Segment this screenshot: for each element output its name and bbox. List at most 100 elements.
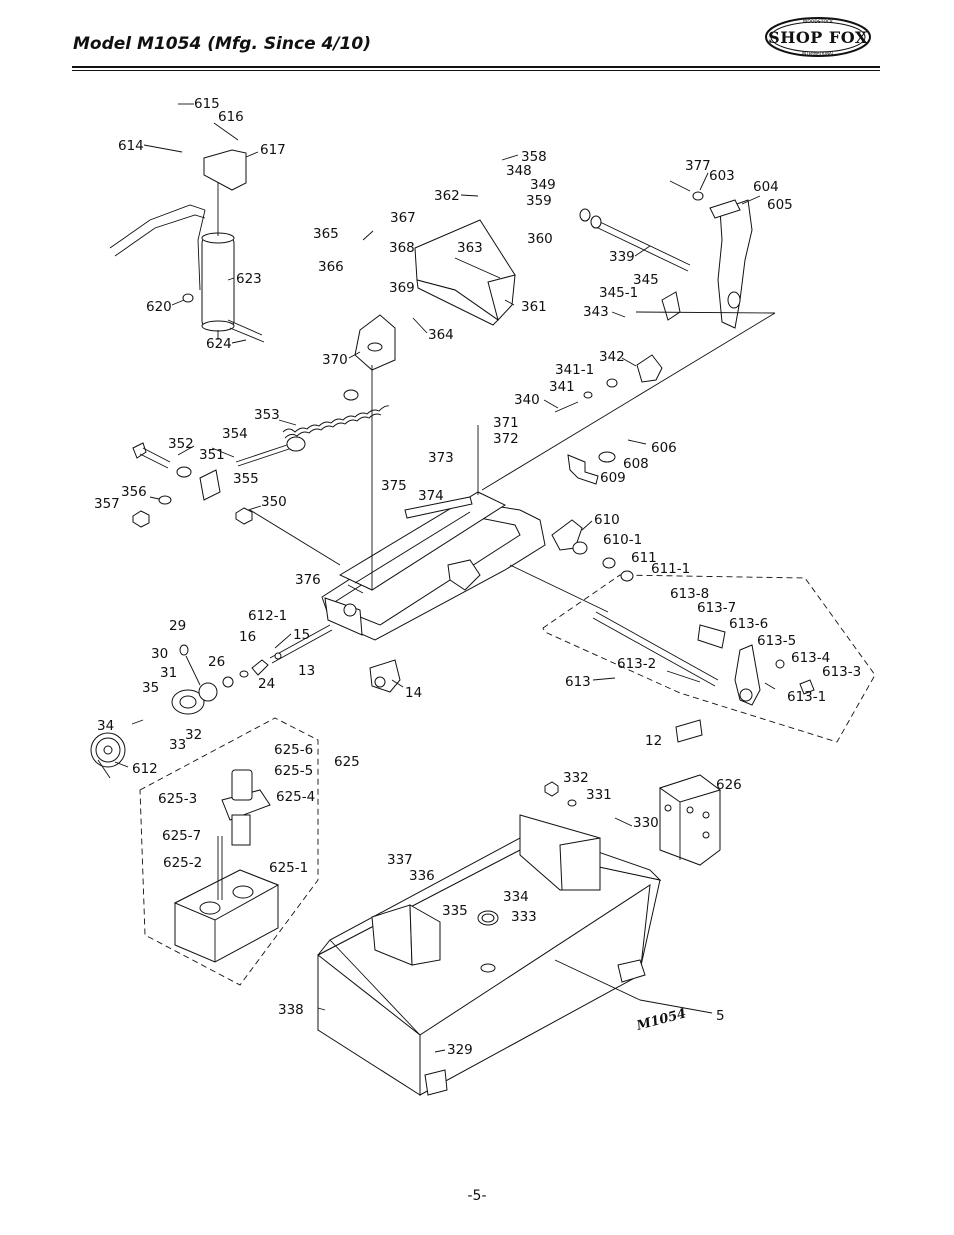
label-357: 357 [94,496,120,512]
ring-611-1 [620,570,634,582]
label-352: 352 [168,436,194,452]
label-371: 371 [493,415,519,431]
washer-341-1 [606,378,618,388]
label-610-1: 610-1 [603,532,642,548]
bolt-377 [669,180,691,192]
bolt-352 [132,442,171,469]
bearing-housing-35 [171,682,218,715]
label-376: 376 [295,572,321,588]
shaft-613-2 [592,611,719,687]
pump-625-4 [221,769,271,846]
label-613-6: 613-6 [729,616,768,632]
label-335: 335 [442,903,468,919]
label-603: 603 [709,168,735,184]
page-number: -5- [467,1188,487,1204]
label-615: 615 [194,96,220,112]
bracket-609 [567,454,599,485]
label-331: 331 [586,787,612,803]
nut-350 [235,507,253,525]
label-613-7: 613-7 [697,600,736,616]
label-367: 367 [390,210,416,226]
label-355: 355 [233,471,259,487]
eyebolt-354 [235,436,306,467]
label-365: 365 [313,226,339,242]
label-625-1: 625-1 [269,860,308,876]
washer-341 [583,391,593,399]
label-362: 362 [434,188,460,204]
washer-613-4 [775,659,785,669]
label-12 [675,719,703,743]
label-348: 348 [506,163,532,179]
bracket-355 [199,469,221,501]
label-363: 363 [457,240,483,256]
spring-353 [282,389,390,439]
nut-613-3 [799,679,815,695]
shaft-339 [579,208,691,272]
knob-29 [179,644,189,656]
label-375: 375 [381,478,407,494]
label-360: 360 [527,231,553,247]
tank-625-1 [173,869,280,963]
label-370: 370 [322,352,348,368]
hydraulic-cylinder-623 [109,149,265,343]
washer-331 [567,799,577,807]
label-358: 358 [521,149,547,165]
label-374: 374 [418,488,444,504]
washer-610-1 [572,541,588,555]
group-613-outline [542,574,876,743]
group-625-outline [139,717,319,986]
label-16: 16 [239,629,256,645]
label-612: 612 [132,761,158,777]
label-339: 339 [609,249,635,265]
label-32: 32 [185,727,202,743]
leader-5 [554,959,641,1001]
leader-613 [509,564,609,613]
valve-block-626 [658,774,722,866]
bracket-345 [661,291,681,321]
label-625-7: 625-7 [162,828,201,844]
label-345: 345 [633,272,659,288]
label-610: 610 [594,512,620,528]
label-341: 341 [549,379,575,395]
bolt-606 [627,439,647,445]
label-617: 617 [260,142,286,158]
label-353: 353 [254,407,280,423]
part-labels: 615 616 614 617 623 620 624 358 348 349 … [94,96,861,1058]
label-614: 614 [118,138,144,154]
label-333: 333 [511,909,537,925]
logo-brand-text: SHOP FOX [768,27,868,47]
label-625-2: 625-2 [163,855,202,871]
label-5: 5 [716,1008,725,1024]
label-613-2: 613-2 [617,656,656,672]
label-625-5: 625-5 [274,763,313,779]
washer-351 [176,466,192,478]
label-345-1: 345-1 [599,285,638,301]
label-329: 329 [447,1042,473,1058]
leader-lines [114,103,776,1053]
label-613-3: 613-3 [822,664,861,680]
block-342 [636,354,663,383]
label-625: 625 [334,754,360,770]
label-623: 623 [236,271,262,287]
label-625-4: 625-4 [276,789,315,805]
label-338: 338 [278,1002,304,1018]
label-625-3: 625-3 [158,791,197,807]
bracket-610 [551,519,583,551]
ring-611 [602,557,616,569]
label-608: 608 [623,456,649,472]
label-366: 366 [318,259,344,275]
leader-339 [481,312,776,491]
washer-24 [239,670,249,678]
label-342: 342 [599,349,625,365]
label-625-6: 625-6 [274,742,313,758]
label-373: 373 [428,450,454,466]
handwheel-612 [90,732,126,779]
label-336: 336 [409,868,435,884]
label-361: 361 [521,299,547,315]
label-624: 624 [206,336,232,352]
washer-13 [274,652,282,660]
cabinet-marking-text: M1054 [634,1006,688,1034]
label-29: 29 [169,618,186,634]
washer-356 [158,495,172,505]
